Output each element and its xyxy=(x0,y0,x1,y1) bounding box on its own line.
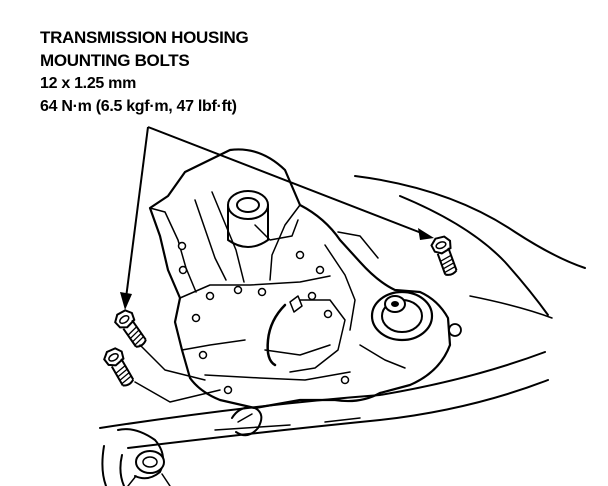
bolt-spec-caption: TRANSMISSION HOUSING MOUNTING BOLTS 12 x… xyxy=(40,26,249,118)
mounting-bolt-upper-right-icon xyxy=(428,233,462,279)
arrow-icon xyxy=(120,292,132,310)
mounting-bolt-lower-left-icon xyxy=(100,344,139,390)
caption-title-line-2: MOUNTING BOLTS xyxy=(40,51,190,70)
subframe-rail xyxy=(99,351,549,486)
transmission-housing xyxy=(148,148,462,437)
callout-arrows xyxy=(120,126,434,310)
arrow-icon xyxy=(418,228,434,240)
mount-bracket xyxy=(117,428,171,486)
torque-spec: 64 N·m (6.5 kgf·m, 47 lbf·ft) xyxy=(40,98,237,115)
mounting-bolt-left-icon xyxy=(111,306,152,352)
bolt-size-spec: 12 x 1.25 mm xyxy=(40,75,137,92)
bolt-leader-lines xyxy=(134,344,221,403)
body-panel xyxy=(354,175,586,319)
caption-title-line-1: TRANSMISSION HOUSING xyxy=(40,28,249,47)
